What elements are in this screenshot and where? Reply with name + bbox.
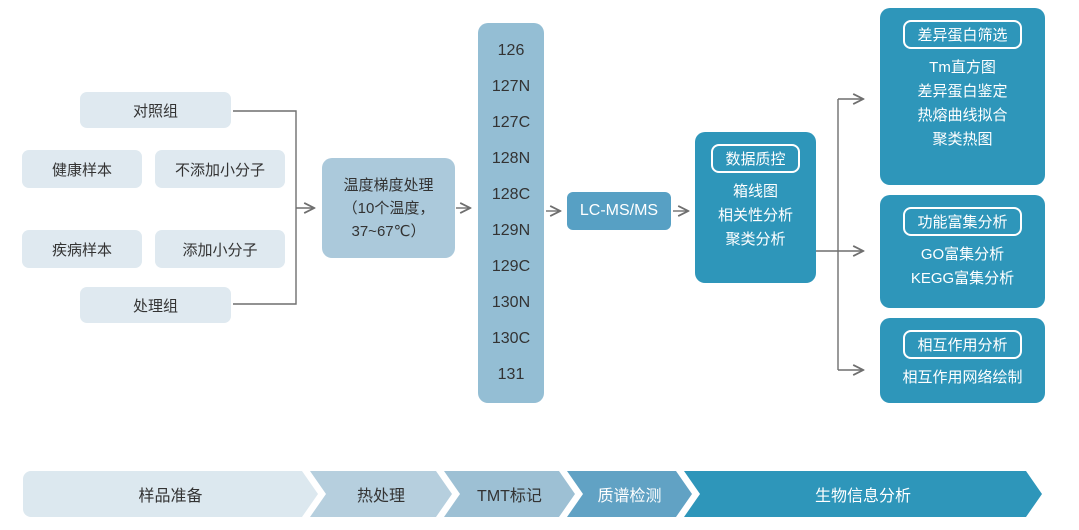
control-group-box: 对照组 bbox=[80, 92, 231, 128]
qc-branch-trunk-line bbox=[815, 99, 839, 370]
tmt-channel: 130C bbox=[491, 330, 531, 347]
treatment-group-box: 处理组 bbox=[80, 287, 231, 323]
result-item: 聚类热图 bbox=[932, 131, 993, 148]
temperature-gradient-box: 温度梯度处理 （10个温度， 37~67℃） bbox=[322, 158, 455, 258]
lc-ms-ms-box: LC-MS/MS bbox=[567, 192, 671, 230]
functional-enrichment-title-chip: 功能富集分析 bbox=[903, 207, 1022, 236]
qc-item: 相关性分析 bbox=[717, 207, 793, 224]
tmt-channel: 131 bbox=[497, 366, 525, 383]
result-item: GO富集分析 bbox=[920, 246, 1005, 263]
tmt-channel: 128C bbox=[491, 186, 531, 203]
timeline-segment-bioinformatics: 生物信息分析 bbox=[684, 471, 1042, 517]
timeline-segment-tmt-labeling: TMT标记 bbox=[444, 471, 575, 517]
tmt-channel: 130N bbox=[491, 294, 531, 311]
tmt-channel-column: 126 127N 127C 128N 128C 129N 129C 130N 1… bbox=[478, 23, 544, 403]
temperature-line-1: 温度梯度处理 bbox=[343, 176, 434, 194]
result-item: 热熔曲线拟合 bbox=[917, 107, 1008, 124]
result-item: Tm直方图 bbox=[929, 59, 996, 76]
qc-item: 箱线图 bbox=[732, 183, 778, 200]
tmt-channel: 127C bbox=[491, 114, 531, 131]
result-item: KEGG富集分析 bbox=[910, 270, 1015, 287]
temperature-line-3: 37~67℃） bbox=[351, 222, 426, 240]
result-item: 相互作用网络绘制 bbox=[902, 369, 1023, 386]
interaction-analysis-items: 相互作用网络绘制 bbox=[902, 366, 1022, 390]
tmt-channel: 127N bbox=[491, 78, 531, 95]
data-qc-title-chip: 数据质控 bbox=[711, 144, 800, 173]
differential-protein-items: Tm直方图 差异蛋白鉴定 热熔曲线拟合 聚类热图 bbox=[917, 56, 1007, 152]
interaction-analysis-title-chip: 相互作用分析 bbox=[903, 330, 1022, 359]
tmt-channel: 128N bbox=[491, 150, 531, 167]
tmt-channel: 129N bbox=[491, 222, 531, 239]
temperature-line-2: （10个温度， bbox=[342, 199, 435, 217]
tmt-channel: 129C bbox=[491, 258, 531, 275]
no-small-molecule-box: 不添加小分子 bbox=[155, 150, 285, 188]
timeline-segment-ms-detection: 质谱检测 bbox=[567, 471, 692, 517]
differential-protein-title-chip: 差异蛋白筛选 bbox=[903, 20, 1022, 49]
result-item: 差异蛋白鉴定 bbox=[917, 83, 1008, 100]
timeline-segment-heat-treatment: 热处理 bbox=[310, 471, 452, 517]
differential-protein-box: 差异蛋白筛选 Tm直方图 差异蛋白鉴定 热熔曲线拟合 聚类热图 bbox=[880, 8, 1045, 185]
qc-item: 聚类分析 bbox=[725, 231, 786, 248]
data-qc-box: 数据质控 箱线图 相关性分析 聚类分析 bbox=[695, 132, 816, 283]
functional-enrichment-box: 功能富集分析 GO富集分析 KEGG富集分析 bbox=[880, 195, 1045, 308]
add-small-molecule-box: 添加小分子 bbox=[155, 230, 285, 268]
functional-enrichment-items: GO富集分析 KEGG富集分析 bbox=[911, 243, 1014, 291]
healthy-sample-box: 健康样本 bbox=[22, 150, 142, 188]
group-bracket-line bbox=[233, 110, 297, 305]
timeline-segment-sample-prep: 样品准备 bbox=[23, 471, 318, 517]
tmt-channel: 126 bbox=[497, 42, 525, 59]
disease-sample-box: 疾病样本 bbox=[22, 230, 142, 268]
interaction-analysis-box: 相互作用分析 相互作用网络绘制 bbox=[880, 318, 1045, 403]
data-qc-items: 箱线图 相关性分析 聚类分析 bbox=[718, 180, 793, 252]
